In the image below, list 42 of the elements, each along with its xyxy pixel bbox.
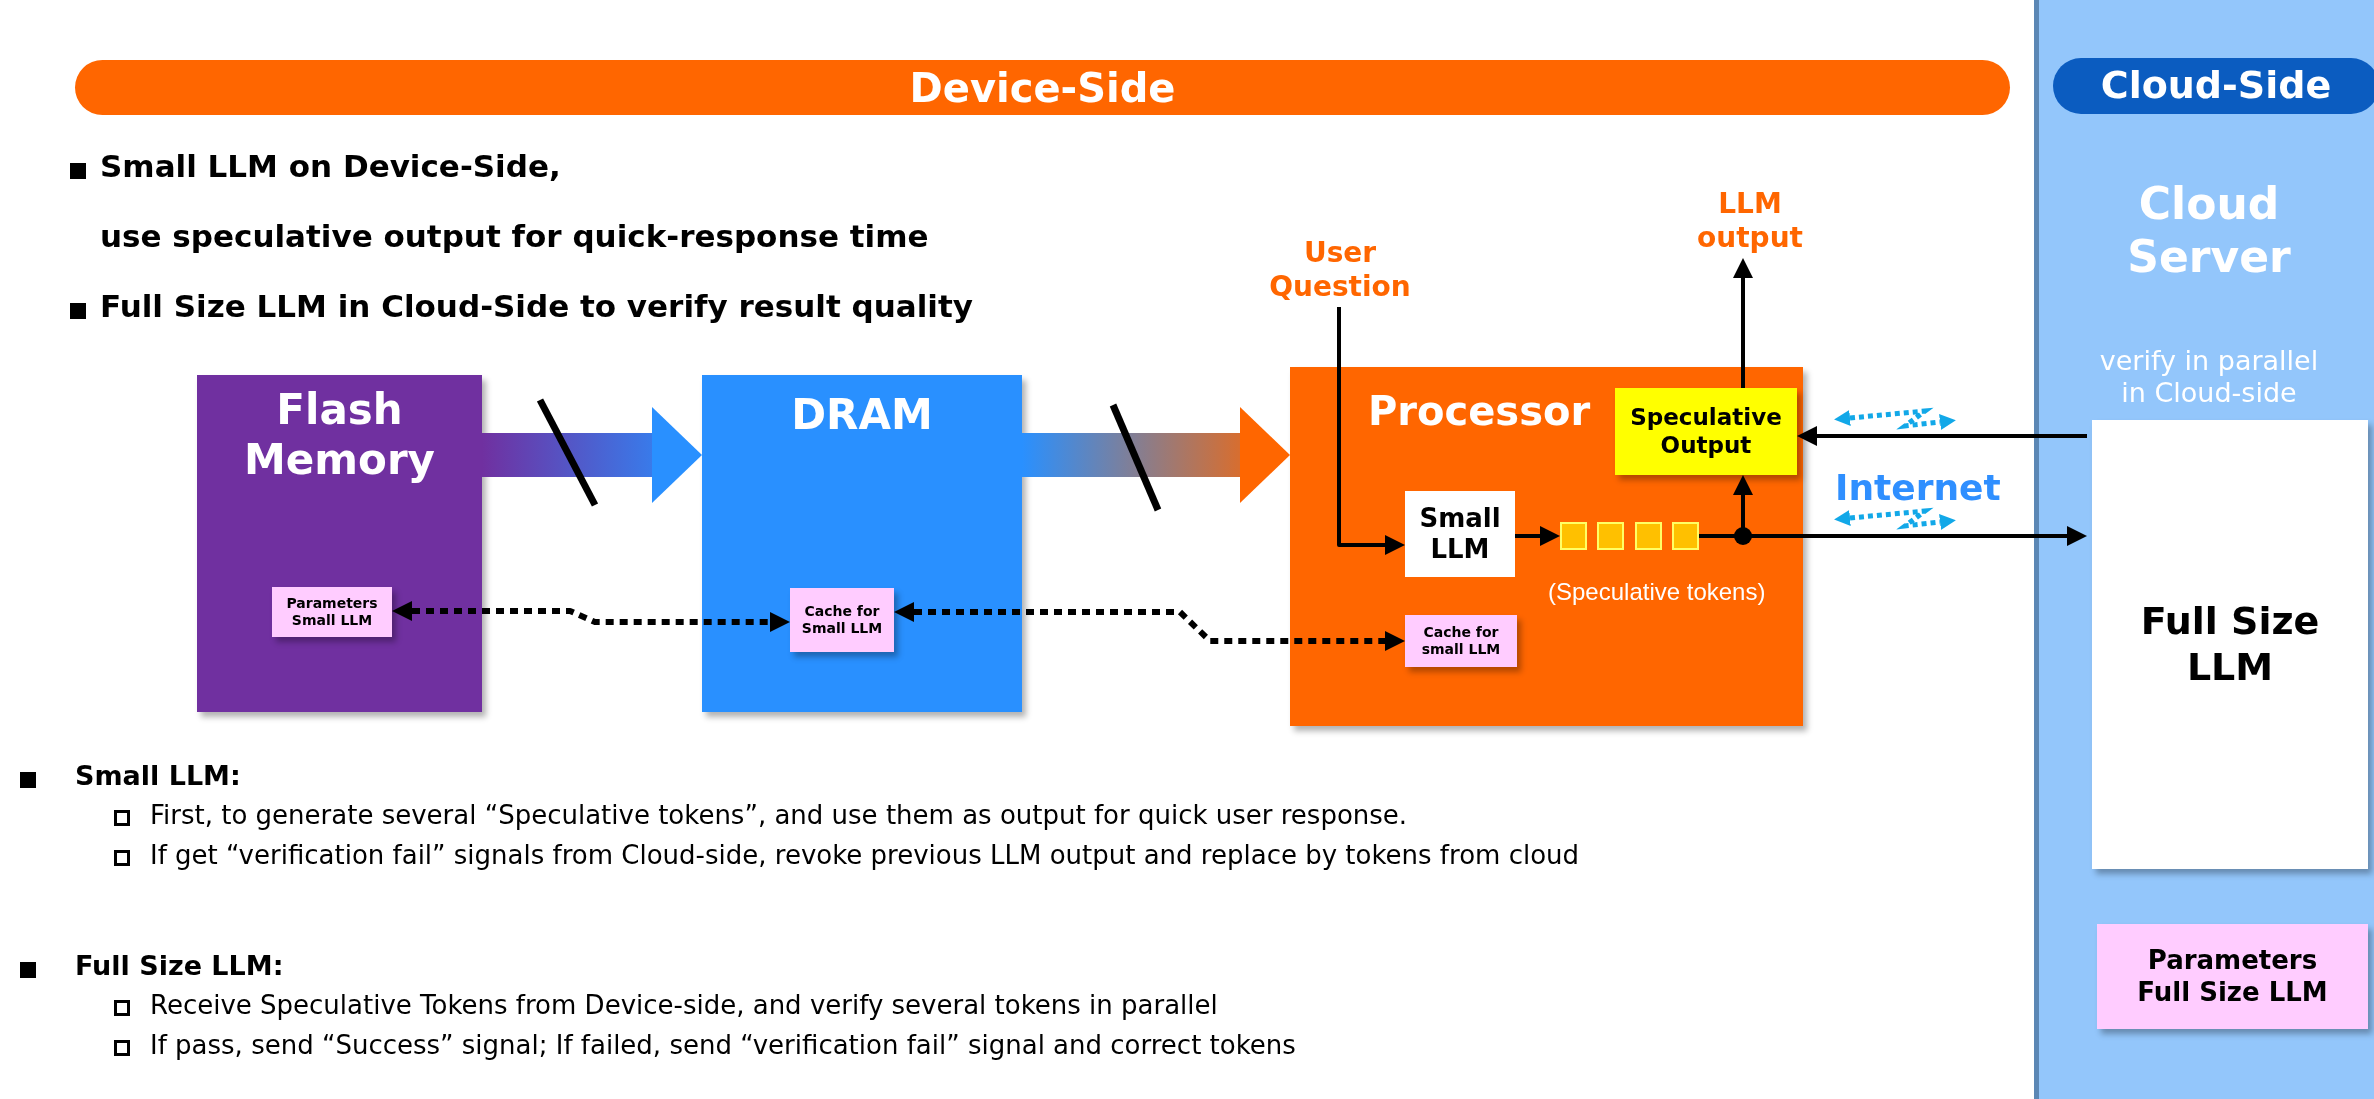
block-title: Flash Memory bbox=[243, 385, 436, 486]
arrow bbox=[1797, 426, 2087, 446]
arrow bbox=[1337, 307, 1405, 555]
bullet-text: Full Size LLM: bbox=[75, 950, 284, 983]
dotted-arrow bbox=[894, 602, 1405, 651]
parameter-box: Parameters Full Size LLM bbox=[2097, 924, 2368, 1029]
arrow bbox=[1515, 526, 1560, 546]
processor-block bbox=[1290, 367, 1803, 726]
network-label: Internet bbox=[1835, 466, 2001, 510]
bullet-text: If get “verification fail” signals from Cloud-side, revoke previous LLM output and replace by tokens from cloud bbox=[150, 840, 1580, 872]
bullet-text: Small LLM on Device-Side, bbox=[100, 148, 561, 186]
arrow bbox=[1733, 258, 1753, 388]
section-banner: Device-Side bbox=[75, 60, 2010, 115]
bullet-text: Receive Speculative Tokens from Device-side, and verify several tokens in parallel bbox=[150, 990, 1218, 1022]
panel-note: verify in parallel in Cloud-side bbox=[2098, 345, 2320, 410]
memory-block bbox=[197, 375, 482, 712]
token-square bbox=[1560, 522, 1587, 550]
data-bus-arrow bbox=[482, 407, 702, 503]
token-caption: (Speculative tokens) bbox=[1548, 578, 1766, 607]
section-banner: Cloud-Side bbox=[2053, 58, 2374, 114]
bullet-text: First, to generate several “Speculative tokens”, and use them as output for quick user response. bbox=[150, 800, 1408, 832]
cloud-panel bbox=[2034, 0, 2374, 1099]
token-square bbox=[1597, 522, 1624, 550]
block-title: DRAM bbox=[790, 390, 934, 441]
model-box: Small LLM bbox=[1405, 491, 1515, 577]
memory-block bbox=[702, 375, 1022, 712]
cache-box: Cache for Small LLM bbox=[790, 588, 894, 652]
parameter-box: Parameters Small LLM bbox=[272, 587, 392, 637]
dotted-arrow bbox=[392, 601, 790, 632]
token-square bbox=[1635, 522, 1662, 550]
output-label: LLM output bbox=[1680, 183, 1820, 258]
model-box: Full Size LLM bbox=[2092, 420, 2368, 869]
bullet-text: use speculative output for quick-response time bbox=[100, 218, 929, 256]
output-box: Speculative Output bbox=[1615, 388, 1797, 475]
bullet-text: If pass, send “Success” signal; If failed, send “verification fail” signal and correct tokens bbox=[150, 1030, 1296, 1062]
bullet-text: Small LLM: bbox=[75, 760, 241, 793]
token-square bbox=[1672, 522, 1699, 550]
input-label: User Question bbox=[1250, 232, 1430, 307]
bullet-text: Full Size LLM in Cloud-Side to verify result quality bbox=[100, 288, 974, 326]
cache-box: Cache for small LLM bbox=[1405, 615, 1517, 667]
panel-title: Cloud Server bbox=[2126, 178, 2292, 284]
data-bus-arrow bbox=[1022, 407, 1290, 503]
